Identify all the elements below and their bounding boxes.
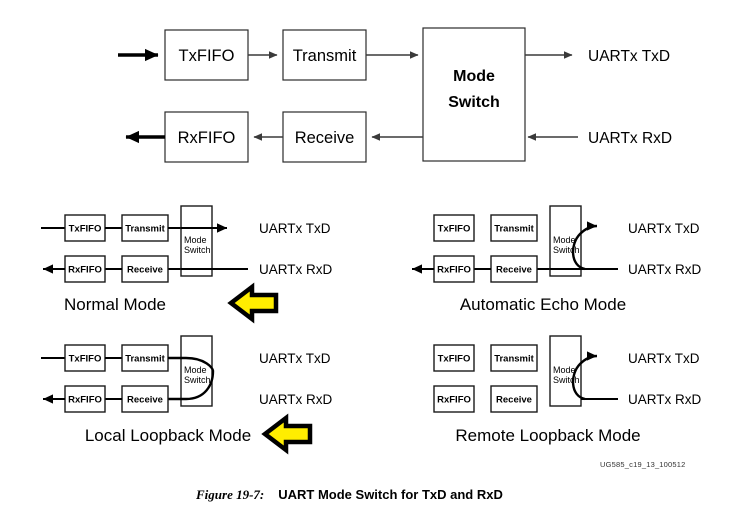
label-mode-main-line1: Mode [453,68,495,85]
panel-normal-mode: TxFIFO Transmit RxFIFO Receive Mode Swit… [41,205,333,324]
normal-label-receive: Receive [127,265,163,276]
echo-label-txd: UARTx TxD [628,221,700,236]
echo-label-receive: Receive [496,265,532,276]
normal-label-rxd: UARTx RxD [259,262,333,277]
label-txfifo-main: TxFIFO [179,47,235,65]
mode-label-remote-loopback: Remote Loopback Mode [455,426,640,445]
local-block-rxfifo [64,385,106,413]
remote-label-mode-line2: Switch [553,375,580,385]
remote-label-transmit: Transmit [494,354,534,365]
normal-label-rxfifo: RxFIFO [68,265,102,276]
local-label-mode-line2: Switch [184,375,211,385]
callout-arrow-local-loopback [261,413,313,455]
normal-label-transmit: Transmit [125,224,165,235]
main-diagram: TxFIFO Transmit RxFIFO Receive Mode Swit… [118,27,672,163]
local-label-transmit: Transmit [125,354,165,365]
echo-label-rxfifo: RxFIFO [437,265,471,276]
label-txd-main: UARTx TxD [588,48,670,65]
label-receive-main: Receive [295,129,355,147]
normal-label-txd: UARTx TxD [259,221,331,236]
normal-block-transmit [121,214,169,242]
panel-local-loopback-mode: TxFIFO Transmit RxFIFO Receive Mode Swit… [41,335,333,455]
remote-label-rxd: UARTx RxD [628,392,702,407]
figure-caption: Figure 19-7: UART Mode Switch for TxD and… [196,487,503,503]
normal-block-receive [121,255,169,283]
echo-label-rxd: UARTx RxD [628,262,702,277]
mode-label-automatic-echo: Automatic Echo Mode [460,295,626,314]
local-label-txfifo: TxFIFO [69,354,102,365]
echo-label-txfifo: TxFIFO [438,224,471,235]
block-mode-switch-main [422,27,526,162]
remote-label-txd: UARTx TxD [628,351,700,366]
local-loopback-curve [168,356,215,401]
remote-block-transmit [490,344,538,372]
panel-automatic-echo-mode: TxFIFO Transmit RxFIFO Receive Mode Swit… [412,205,702,314]
remote-block-receive [490,385,538,413]
local-label-receive: Receive [127,395,163,406]
panel-remote-loopback-mode: TxFIFO Transmit RxFIFO Receive Mode Swit… [433,335,702,445]
block-receive-main [282,111,367,163]
block-rxfifo-main [164,111,249,163]
normal-block-mode-switch [180,205,213,277]
normal-label-txfifo: TxFIFO [69,224,102,235]
echo-loopback-curve [571,221,598,271]
local-block-receive [121,385,169,413]
echo-label-mode-line1: Mode [553,235,576,245]
remote-block-txfifo [433,344,475,372]
normal-label-mode-line1: Mode [184,235,207,245]
echo-block-receive [490,255,538,283]
local-label-mode-line1: Mode [184,365,207,375]
echo-block-rxfifo [433,255,475,283]
remote-label-mode-line1: Mode [553,365,576,375]
mode-label-normal: Normal Mode [64,295,166,314]
remote-label-txfifo: TxFIFO [438,354,471,365]
echo-block-transmit [490,214,538,242]
echo-block-txfifo [433,214,475,242]
figure-caption-title: UART Mode Switch for TxD and RxD [278,487,503,502]
normal-label-mode-line2: Switch [184,245,211,255]
remote-block-rxfifo [433,385,475,413]
remote-label-receive: Receive [496,395,532,406]
echo-label-transmit: Transmit [494,224,534,235]
callout-arrow-normal [227,282,279,324]
remote-loopback-curve [571,351,598,401]
remote-label-rxfifo: RxFIFO [437,395,471,406]
label-rxd-main: UARTx RxD [588,130,672,147]
local-label-rxd: UARTx RxD [259,392,333,407]
figure-caption-number: Figure 19-7: [196,487,265,502]
block-transmit-main [282,29,367,81]
label-rxfifo-main: RxFIFO [178,129,236,147]
echo-label-mode-line2: Switch [553,245,580,255]
mode-label-local-loopback: Local Loopback Mode [85,426,251,445]
normal-block-txfifo [64,214,106,242]
document-tag: UG585_c19_13_100512 [600,460,686,469]
label-mode-main-line2: Switch [448,94,500,111]
local-block-transmit [121,344,169,372]
local-label-rxfifo: RxFIFO [68,395,102,406]
local-block-mode-switch [180,335,213,407]
label-transmit-main: Transmit [293,47,357,65]
normal-block-rxfifo [64,255,106,283]
local-label-txd: UARTx TxD [259,351,331,366]
